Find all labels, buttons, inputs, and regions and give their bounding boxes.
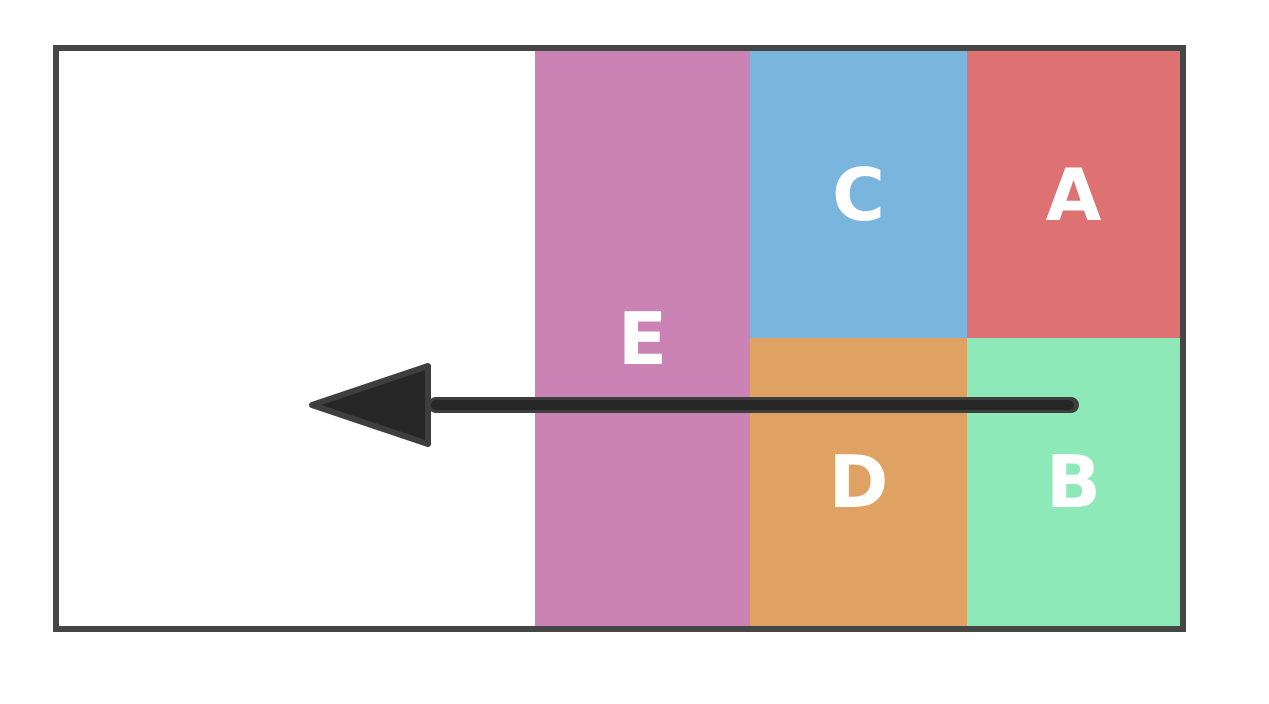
block-d: D: [750, 338, 967, 626]
block-c: C: [750, 51, 967, 338]
block-b: B: [967, 338, 1180, 626]
block-e: E: [535, 51, 750, 626]
block-b-label: B: [1046, 440, 1101, 524]
block-e-label: E: [617, 296, 668, 381]
block-c-label: C: [832, 152, 885, 237]
block-a-label: A: [1045, 152, 1102, 237]
block-d-label: D: [828, 440, 889, 524]
block-a: A: [967, 51, 1180, 338]
